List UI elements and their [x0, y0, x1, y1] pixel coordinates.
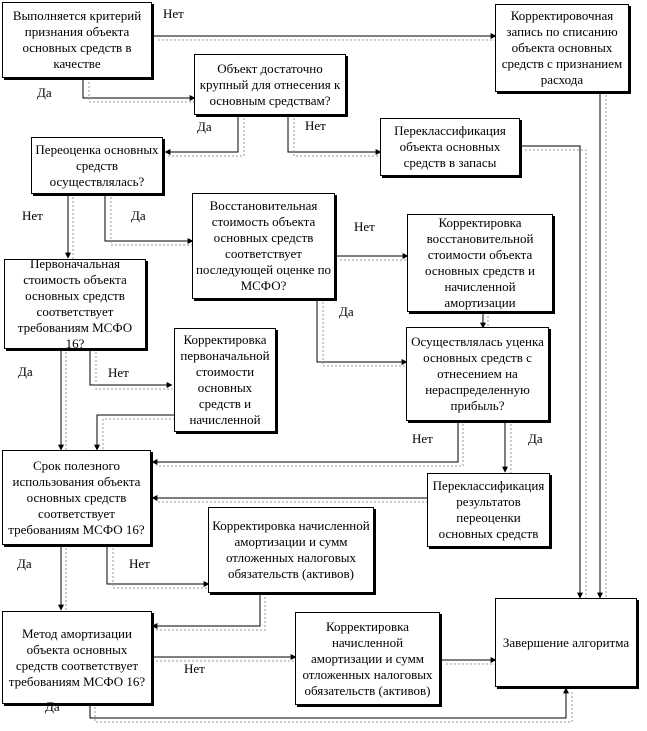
label-life-yes: Да — [17, 556, 32, 571]
label-criteria-no: Нет — [163, 6, 184, 21]
edge-undist-no — [151, 420, 459, 465]
reclass-results-box: Переклассификация результатов переоценки… — [427, 473, 550, 547]
edge-initial-no — [89, 348, 173, 388]
edge-large-no — [287, 114, 382, 155]
label-undist-yes: Да — [528, 431, 543, 446]
method-box: Метод амортизации объекта основных средс… — [2, 611, 152, 704]
edge-reval-yes — [104, 193, 194, 244]
undistributed-box: Осуществлялась уценка основных средств с… — [406, 327, 549, 421]
criteria-box: Выполняется критерий признания объекта о… — [2, 2, 152, 78]
adjust-deprec-1-box: Корректировка начисленной амортизации и … — [208, 507, 374, 593]
label-large-yes: Да — [197, 119, 212, 134]
revaluation-box: Переоценка основных средств осуществляла… — [31, 137, 163, 194]
reclass-inventory-box: Переклассификация объекта основных средс… — [380, 118, 520, 176]
replacement-cost-box: Восстановительная стоимость объекта осно… — [192, 193, 335, 299]
label-reval-no: Нет — [22, 208, 43, 223]
edge-method-end — [89, 687, 569, 719]
edge-adjinit-life — [94, 414, 175, 451]
label-criteria-yes: Да — [37, 85, 52, 100]
writeoff-box: Корректировочная запись по списанию объе… — [495, 4, 629, 92]
edge-adj1-method — [151, 593, 261, 629]
adjust-replacement-box: Корректировка восстановительной стоимост… — [407, 214, 553, 312]
label-large-no: Нет — [305, 118, 326, 133]
edge-reclass-end — [521, 145, 583, 599]
edge-large-yes — [164, 114, 239, 155]
label-initial-yes: Да — [18, 364, 33, 379]
label-reval-yes: Да — [131, 208, 146, 223]
label-method-yes: Да — [45, 699, 60, 714]
end-box: Завершение алгоритма — [495, 598, 637, 687]
label-replace-no: Нет — [354, 219, 375, 234]
label-method-no: Нет — [184, 661, 205, 676]
useful-life-box: Срок полезного использования объекта осн… — [2, 450, 151, 545]
label-life-no: Нет — [129, 556, 150, 571]
edge-criteria-yes — [82, 78, 196, 101]
edge-replace-yes — [316, 298, 408, 365]
label-undist-no: Нет — [412, 431, 433, 446]
large-enough-box: Объект достаточно крупный для отнесения … — [194, 54, 346, 115]
edge-life-no — [106, 544, 210, 587]
adjust-deprec-2-box: Корректировка начисленной амортизации и … — [295, 612, 440, 705]
adjust-initial-box: Корректировка первоначальной стоимости о… — [174, 328, 276, 432]
label-replace-yes: Да — [339, 304, 354, 319]
label-initial-no: Нет — [108, 365, 129, 380]
initial-cost-box: Первоначальная стоимость объекта основны… — [4, 259, 146, 349]
